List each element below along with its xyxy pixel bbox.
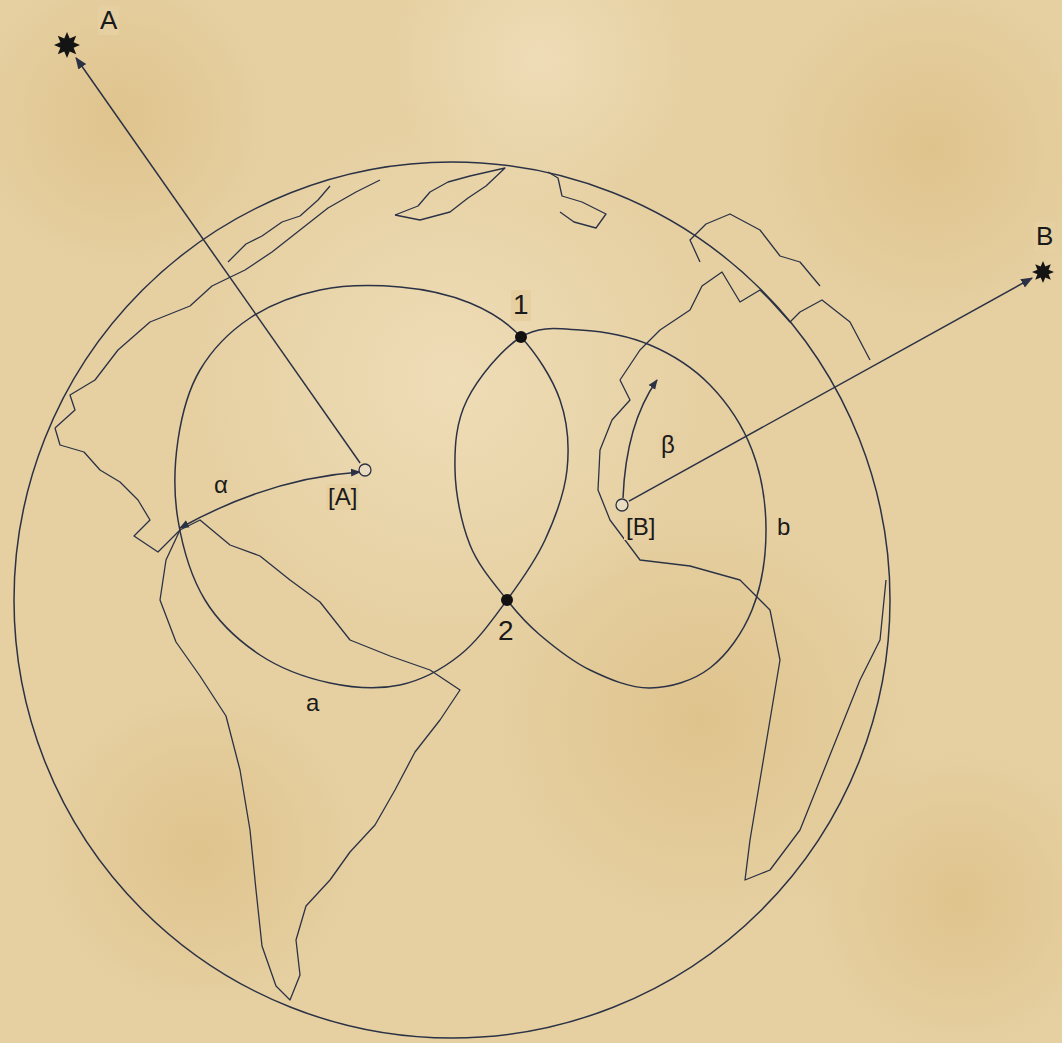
star-symbol	[1032, 261, 1054, 283]
callout-number: 2	[496, 616, 516, 647]
angle-label: β	[659, 432, 677, 458]
point-label: [A]	[326, 484, 359, 510]
continents	[55, 168, 886, 1000]
circle-label: b	[775, 514, 792, 540]
stain	[750, 0, 1062, 330]
star-symbol	[54, 32, 80, 58]
stain	[800, 740, 1062, 1043]
north-america-inner-coast	[228, 186, 330, 262]
circle-label: a	[304, 690, 321, 716]
substellar-point: [A]	[358, 463, 372, 477]
angle-arc	[623, 380, 657, 498]
globe-outline	[14, 162, 890, 1038]
intersection-dot	[501, 594, 513, 606]
star-direction-arrow	[76, 58, 360, 463]
star-direction-arrow	[629, 278, 1032, 501]
star-label: B	[1034, 222, 1055, 251]
arctic-island-coast	[548, 172, 606, 228]
europe-coast	[620, 272, 870, 380]
point-label: [B]	[624, 514, 657, 540]
angle-arc	[180, 472, 360, 528]
scandinavia-coast	[690, 214, 820, 286]
circle-of-equal-altitude	[455, 329, 766, 688]
star-symbol	[1032, 261, 1054, 283]
star-node: B	[1032, 261, 1054, 283]
angle-label: α	[212, 472, 230, 498]
north-america-coast	[55, 180, 380, 428]
star-node: A	[54, 32, 80, 58]
point-symbol	[359, 464, 371, 476]
intersection-dot	[515, 331, 527, 343]
point-symbol	[615, 498, 629, 512]
point-symbol	[616, 499, 628, 511]
gulf-coast	[55, 428, 180, 552]
substellar-point: [B]	[615, 498, 629, 512]
point-symbol	[358, 463, 372, 477]
callout-number: 1	[511, 290, 531, 321]
greenland-coast	[395, 168, 505, 220]
stain	[30, 680, 370, 1020]
south-america-coast	[160, 520, 460, 1000]
star-symbol	[54, 32, 80, 58]
star-label: A	[98, 6, 119, 35]
stain	[390, 0, 690, 210]
